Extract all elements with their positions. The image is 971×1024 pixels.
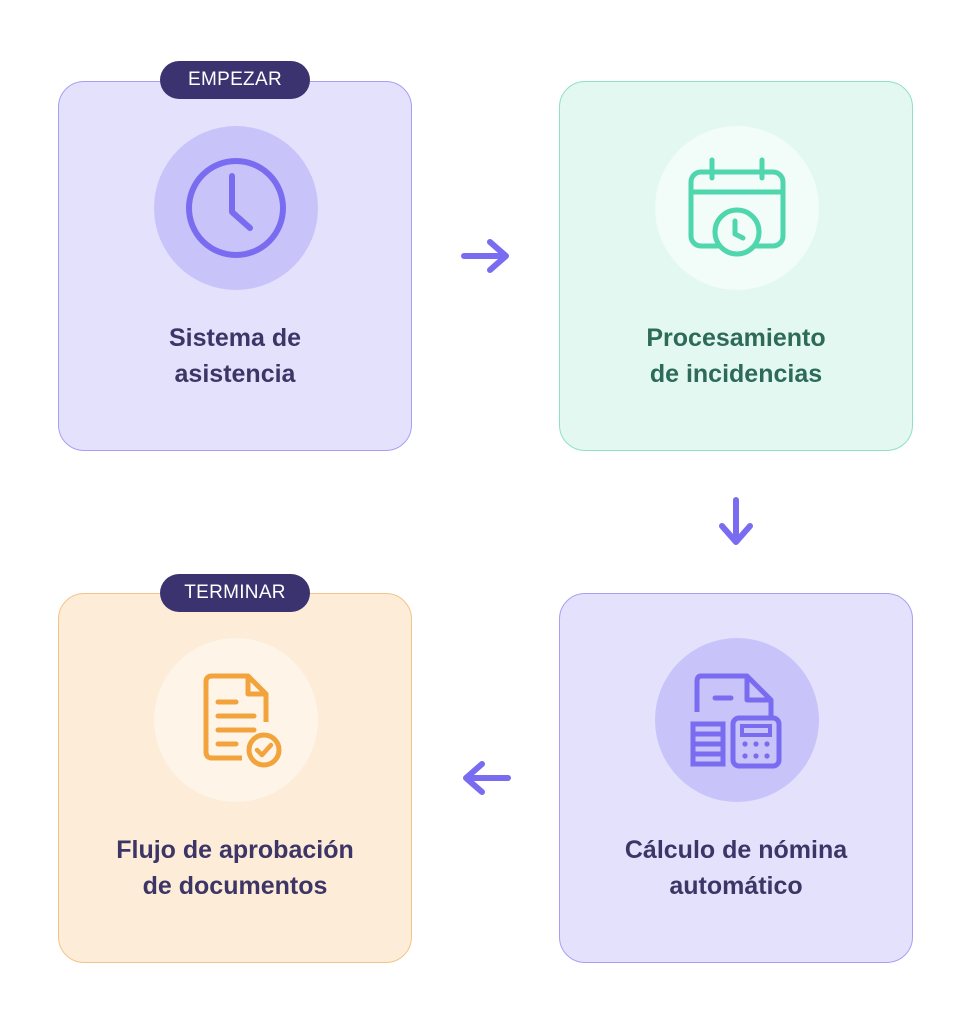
step-card-incident-processing: Procesamiento de incidencias [559,81,913,451]
icon-circle [154,126,318,290]
step-card-payroll-calculation: Cálculo de nómina automático [559,593,913,963]
icon-circle [655,126,819,290]
calendar-clock-icon [688,157,786,257]
arrow-right-icon [461,239,509,273]
step-label: Sistema de asistencia [168,324,301,388]
icon-circle [655,638,819,802]
step-card-document-approval: Flujo de aprobación de documentos [58,593,412,963]
start-badge: EMPEZAR [160,61,310,99]
arrow-down-icon [719,497,753,545]
payroll-calculator-icon [690,673,782,769]
step-label: Flujo de aprobación de documentos [116,836,354,900]
step-label: Procesamiento de incidencias [646,324,826,388]
end-badge: TERMINAR [160,574,310,612]
step-card-attendance-system: Sistema de asistencia [58,81,412,451]
clock-icon [186,158,286,258]
step-label: Cálculo de nómina automático [624,836,848,900]
arrow-left-icon [463,761,511,795]
icon-circle [154,638,318,802]
document-check-icon [203,673,282,768]
